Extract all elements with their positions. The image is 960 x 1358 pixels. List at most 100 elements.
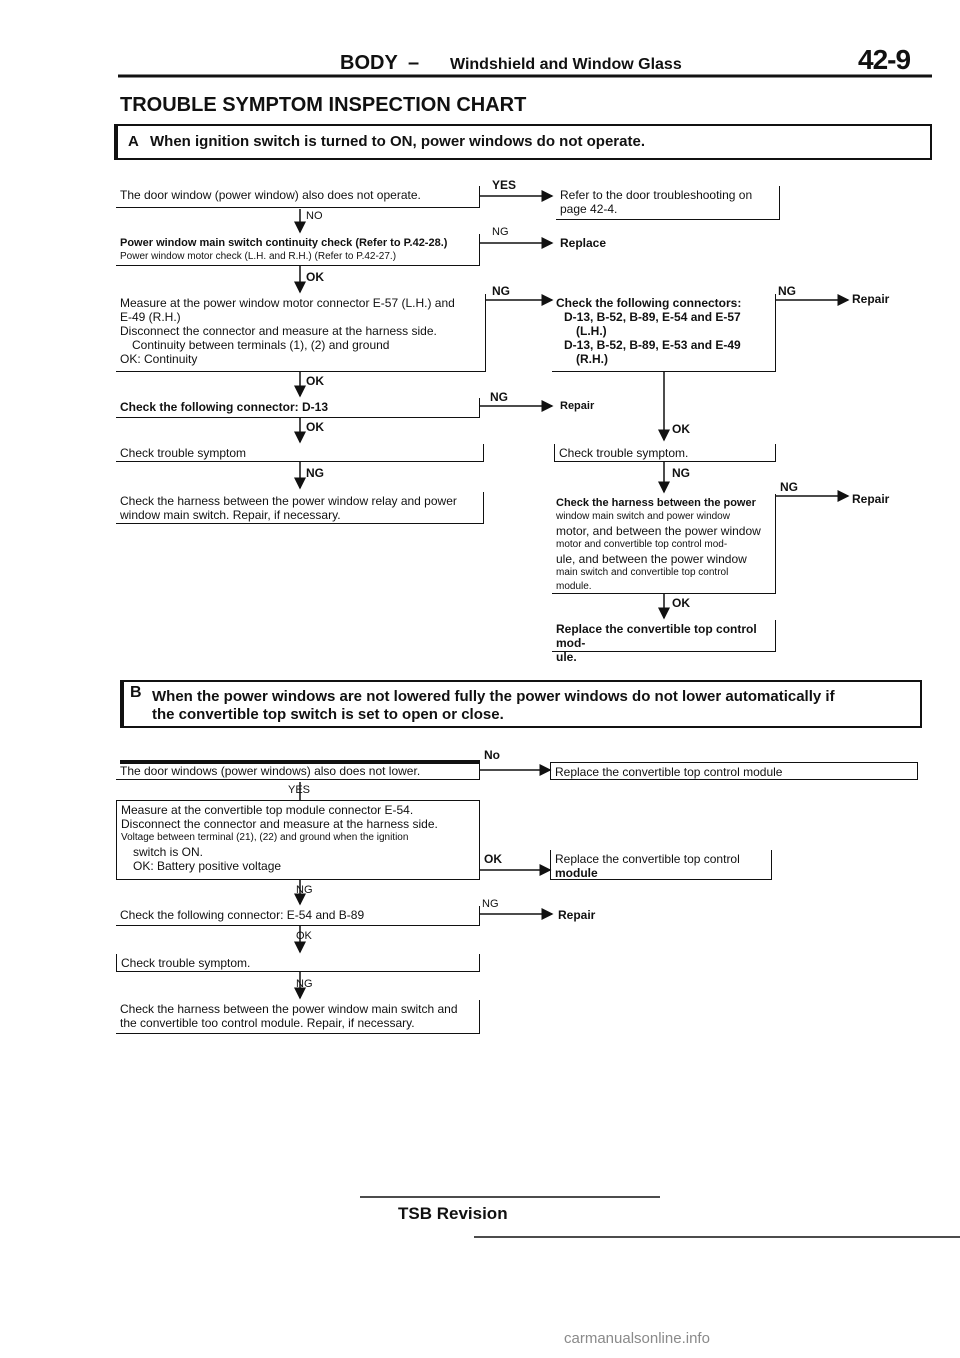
a-step2-ng: NG — [492, 226, 509, 238]
a-harness-line1: Check the harness between the power — [556, 497, 756, 509]
a-step2-ok: OK — [306, 270, 324, 284]
section-b-title-line2: the convertible top switch is set to ope… — [152, 706, 504, 723]
page-number: 42-9 — [858, 44, 911, 75]
a-step4-box: Check the following connector: D-13 — [116, 398, 480, 418]
watermark: carmanualsonline.info — [564, 1330, 710, 1347]
a-step4-ng: NG — [490, 390, 508, 404]
a-harness-line6: main switch and convertible top control — [556, 567, 729, 578]
a-connectors-title: Check the following connectors: — [556, 296, 742, 310]
a-right-step5-ng: NG — [672, 466, 690, 480]
a-step3-line3: Disconnect the connector and measure at … — [120, 324, 437, 338]
section-a-banner: A When ignition switch is turned to ON, … — [114, 124, 932, 160]
a-replace-module-line1: Replace the convertible top control mod- — [556, 622, 757, 650]
b-step5-line2: the convertible too control module. Repa… — [120, 1016, 415, 1030]
header-section: BODY — [340, 52, 398, 74]
a-harness-repair: Repair — [852, 492, 890, 506]
section-a-letter: A — [128, 133, 139, 150]
a-step3-ok: OK — [306, 374, 324, 388]
b-step2-ok-result-line1: Replace the convertible top control — [555, 852, 740, 866]
a-harness-box: Check the harness between the power wind… — [552, 494, 776, 594]
b-step2-line2: Disconnect the connector and measure at … — [121, 817, 438, 831]
section-b-letter: B — [130, 684, 142, 701]
a-step6-line1: Check the harness between the power wind… — [120, 494, 457, 508]
a-step2-replace: Replace — [560, 236, 607, 250]
a-harness-line4: motor and convertible top control mod- — [556, 539, 728, 550]
a-harness-line7: module. — [556, 581, 592, 592]
b-step2-line1: Measure at the convertible top module co… — [121, 803, 414, 817]
a-harness-line5: ule, and between the power window — [556, 552, 747, 566]
a-replace-module-line2: ule. — [556, 650, 577, 664]
a-step3-line2: E-49 (R.H.) — [120, 310, 181, 324]
a-harness-line3: motor, and between the power window — [556, 524, 761, 538]
a-step1-box: The door window (power window) also does… — [116, 186, 480, 208]
b-step1-no-result: Replace the convertible top control modu… — [550, 762, 918, 780]
a-step3-line1: Measure at the power window motor connec… — [120, 296, 455, 310]
a-connectors-ng: NG — [778, 284, 796, 298]
a-step2-line1: Power window main switch continuity chec… — [120, 237, 448, 249]
b-step2-line5: OK: Battery positive voltage — [133, 859, 282, 873]
a-connectors-rh: D-13, B-52, B-89, E-53 and E-49 — [564, 338, 741, 352]
a-step3-box: Measure at the power window motor connec… — [116, 294, 486, 372]
b-step1-box: The door windows (power windows) also do… — [116, 762, 480, 780]
a-step6-box: Check the harness between the power wind… — [116, 492, 484, 524]
b-step2-line3: Voltage between terminal (21), (22) and … — [121, 832, 409, 843]
a-connectors-repair: Repair — [852, 292, 890, 306]
section-b-banner: B When the power windows are not lowered… — [120, 680, 922, 728]
b-step1-text: The door windows (power windows) also do… — [120, 764, 421, 778]
b-step1-no-result-text: Replace the convertible top control modu… — [555, 765, 783, 779]
a-step3-line5: OK: Continuity — [120, 352, 198, 366]
a-step1-text: The door window (power window) also does… — [120, 188, 421, 202]
a-right-step5-text: Check trouble symptom. — [559, 446, 689, 460]
b-step2-ng: NG — [296, 884, 313, 896]
footer-tsb-revision: TSB Revision — [398, 1204, 508, 1223]
b-step4-box: Check trouble symptom. — [116, 954, 480, 972]
b-step2-ok: OK — [484, 852, 502, 866]
header-subtitle: Windshield and Window Glass — [450, 56, 682, 73]
a-step4-ok: OK — [306, 420, 324, 434]
a-step1-yes: YES — [492, 178, 517, 192]
b-step2-ok-result-line2: module — [555, 866, 598, 880]
a-step3-line4: Continuity between terminals (1), (2) an… — [132, 338, 390, 352]
a-connectors-rh-tag: (R.H.) — [576, 352, 608, 366]
b-step3-text: Check the following connector: E-54 and … — [120, 908, 365, 922]
b-step3-ng: NG — [482, 898, 499, 910]
b-step3-repair: Repair — [558, 908, 596, 922]
a-step6-line2: window main switch. Repair, if necessary… — [120, 508, 341, 522]
a-step5-ng: NG — [306, 466, 324, 480]
b-step5-line1: Check the harness between the power wind… — [120, 1002, 458, 1016]
b-step2-box: Measure at the convertible top module co… — [116, 800, 480, 880]
a-step4-repair: Repair — [560, 400, 595, 412]
a-right-ok: OK — [672, 422, 690, 436]
a-connectors-lh: D-13, B-52, B-89, E-54 and E-57 — [564, 310, 741, 324]
b-step3-box: Check the following connector: E-54 and … — [116, 906, 480, 926]
chart-title: TROUBLE SYMPTOM INSPECTION CHART — [120, 94, 527, 116]
a-step1-yes-result: Refer to the door troubleshooting on pag… — [556, 186, 780, 220]
b-step2-line4: switch is ON. — [133, 845, 204, 859]
a-step1-yes-result-text: Refer to the door troubleshooting on pag… — [560, 188, 753, 216]
b-step4-text: Check trouble symptom. — [121, 956, 251, 970]
b-step1-yes: YES — [288, 784, 311, 796]
a-step2-box: Power window main switch continuity chec… — [116, 234, 480, 266]
a-step5-box: Check trouble symptom — [116, 444, 484, 462]
a-harness-ng: NG — [780, 480, 798, 494]
b-step4-ng: NG — [296, 978, 313, 990]
a-step3-ng: NG — [492, 284, 510, 298]
a-harness-line2: window main switch and power window — [556, 511, 730, 522]
a-connectors-lh-tag: (L.H.) — [576, 324, 607, 338]
b-step5-box: Check the harness between the power wind… — [116, 1000, 480, 1034]
a-step5-text: Check trouble symptom — [120, 446, 247, 460]
a-right-step5-box: Check trouble symptom. — [554, 444, 776, 462]
a-connectors-box: Check the following connectors: D-13, B-… — [552, 294, 776, 372]
a-step2-line2: Power window motor check (L.H. and R.H.)… — [120, 251, 397, 262]
b-step2-ok-result: Replace the convertible top control modu… — [550, 850, 772, 880]
a-step4-text: Check the following connector: D-13 — [120, 400, 329, 414]
a-harness-ok: OK — [672, 596, 690, 610]
b-step3-ok: OK — [296, 930, 312, 942]
a-step1-no: NO — [306, 210, 323, 222]
b-step1-no: No — [484, 748, 500, 762]
section-a-title: When ignition switch is turned to ON, po… — [150, 133, 645, 150]
header-dash: – — [408, 52, 420, 74]
a-replace-module-box: Replace the convertible top control mod-… — [552, 620, 776, 664]
section-b-title-line1: When the power windows are not lowered f… — [152, 688, 835, 705]
